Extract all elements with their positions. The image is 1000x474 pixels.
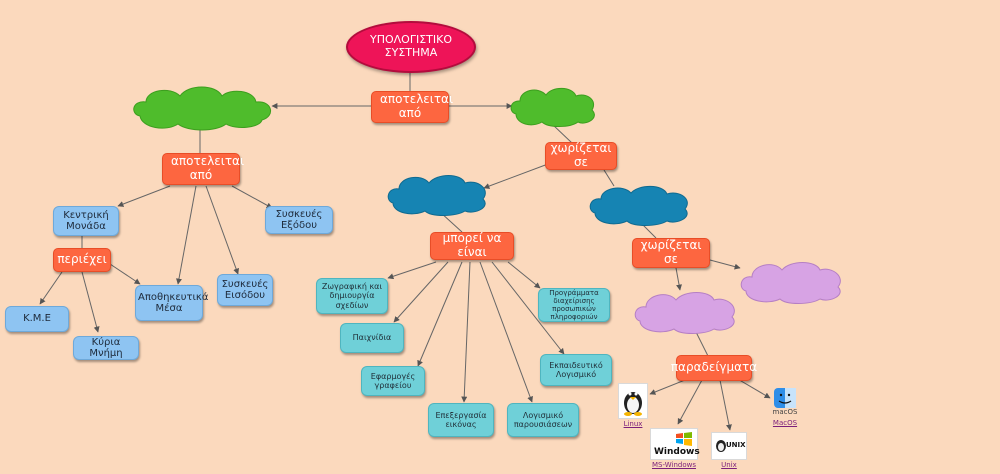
link-label: αποτελειται από (380, 92, 454, 120)
link-contains: περιέχει (53, 248, 111, 272)
os-macos: macOS MacOS (770, 386, 800, 427)
os-linux: Linux (618, 383, 648, 428)
os-label[interactable]: MacOS (772, 419, 798, 427)
node-label: Εκπαιδευτικό Λογισμικό (549, 360, 603, 379)
windows-logo-icon: Windows (650, 428, 700, 460)
cloud-lilac-left (632, 289, 740, 334)
link-label: περιέχει (57, 252, 107, 267)
cloud-green-left (130, 86, 275, 131)
node-label: Λογισμικό παρουσιάσεων (513, 410, 573, 429)
cloud-green-right (508, 86, 598, 127)
link-consists-of-hardware: αποτελειται από (162, 153, 245, 185)
macos-logo-text: macOS (772, 408, 798, 416)
link-label: χωρίζεται σε (550, 141, 612, 169)
cloud-lilac-right (738, 259, 846, 304)
node-label: Κύρια Μνήμη (89, 336, 123, 360)
node-office-apps: Εφαρμογές γραφείου (361, 366, 425, 396)
windows-logo-text: Windows (654, 447, 700, 457)
link-label: χωρίζεται σε (640, 238, 702, 266)
node-label: Αποθηκευτικά Μέσα (138, 291, 209, 315)
os-windows: Windows MS-Windows (650, 428, 700, 469)
node-personal-info-managers: Προγράμματα διαχείρισης προσωπικών πληρο… (538, 288, 610, 322)
link-consists-of-top: αποτελειται από (371, 91, 454, 123)
os-label[interactable]: MS-Windows (652, 461, 696, 469)
link-can-be: μπορεί να είναι (430, 231, 514, 260)
macos-finder-icon: macOS (770, 386, 800, 418)
node-output-devices: Συσκευές Εξόδου (265, 206, 333, 234)
cloud-blue-left (385, 173, 490, 216)
node-cpu: Κ.Μ.Ε (5, 306, 69, 332)
unix-logo-text: UNIX (726, 441, 746, 449)
node-label: Συσκευές Εισόδου (221, 278, 269, 302)
node-main-memory: Κύρια Μνήμη (73, 336, 139, 360)
unix-logo-icon: UNIX (711, 432, 747, 460)
node-label: Κ.Μ.Ε (23, 313, 51, 325)
linux-penguin-icon (618, 383, 648, 419)
link-label: αποτελειται από (171, 154, 245, 182)
os-label[interactable]: Linux (623, 420, 643, 428)
node-educational-software: Εκπαιδευτικό Λογισμικό (540, 354, 612, 386)
node-input-devices: Συσκευές Εισόδου (217, 274, 273, 306)
root-node: ΥΠΟΛΟΓΙΣΤΙΚΟ ΣΥΣΤΗΜΑ (346, 21, 476, 73)
root-label: ΥΠΟΛΟΓΙΣΤΙΚΟ ΣΥΣΤΗΜΑ (370, 33, 452, 59)
node-games: Παιχνίδια (340, 323, 404, 353)
node-central-unit: Κεντρική Μονάδα (53, 206, 119, 236)
link-divided-into-systems: χωρίζεται σε (632, 238, 710, 268)
node-label: Επεξεργασία εικόνας (435, 410, 487, 429)
os-label[interactable]: Unix (721, 461, 737, 469)
node-label: Εφαρμογές γραφείου (370, 371, 416, 390)
node-label: Συσκευές Εξόδου (275, 208, 323, 232)
os-unix: UNIX Unix (711, 432, 747, 469)
node-label: Παιχνίδια (352, 333, 392, 343)
node-drawing: Ζωγραφική και δημιουργία σχεδίων (316, 278, 388, 314)
node-label: Προγράμματα διαχείρισης προσωπικών πληρο… (549, 288, 599, 322)
node-presentation-software: Λογισμικό παρουσιάσεων (507, 403, 579, 437)
link-label: παραδείγματα (670, 360, 758, 375)
node-storage-media: Αποθηκευτικά Μέσα (135, 285, 209, 321)
node-label: Ζωγραφική και δημιουργία σχεδίων (321, 282, 383, 310)
link-examples: παραδείγματα (671, 355, 757, 381)
cloud-blue-right (587, 185, 692, 226)
node-label: Κεντρική Μονάδα (63, 209, 109, 233)
node-image-editing: Επεξεργασία εικόνας (428, 403, 494, 437)
link-label: μπορεί να είναι (442, 231, 502, 259)
link-divided-into-software: χωρίζεται σε (545, 141, 617, 170)
